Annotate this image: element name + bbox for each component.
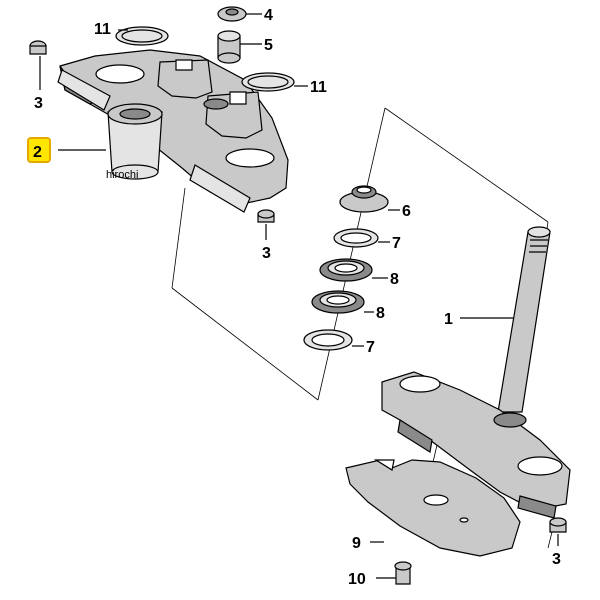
ring-7-lower [303, 329, 353, 351]
callout-3-bottom-right: 3 [552, 551, 561, 568]
ring-7-upper [333, 228, 379, 248]
steering-stem-1 [497, 226, 551, 413]
callout-4: 4 [264, 7, 273, 24]
callout-6: 6 [402, 203, 411, 220]
callout-5: 5 [264, 37, 273, 54]
callout-3-top-left: 3 [34, 95, 43, 112]
bushing-2 [107, 103, 163, 180]
plate-9 [345, 459, 521, 557]
callout-2: 2 [33, 144, 42, 161]
cap-plug-11-right [241, 72, 295, 92]
callout-9: 9 [352, 535, 361, 552]
bearing-8-upper [319, 258, 373, 282]
callout-3-mid: 3 [262, 245, 271, 262]
watermark-text: hirochi [106, 169, 138, 181]
callouts: 11 4 5 3 11 2 3 6 7 8 8 7 1 9 3 10 [27, 7, 561, 588]
screw-3-bottom-right [549, 517, 567, 533]
callout-11-right: 11 [310, 79, 327, 96]
callout-8-lower: 8 [376, 305, 385, 322]
sleeve-5 [217, 30, 241, 64]
bushing-4 [217, 6, 247, 22]
seal-6 [339, 185, 389, 213]
screw-10 [394, 561, 412, 585]
screw-3-mid [257, 209, 275, 223]
callout-8-upper: 8 [390, 271, 399, 288]
callout-7-lower: 7 [366, 339, 375, 356]
callout-1: 1 [444, 311, 453, 328]
bearing-8-lower [311, 290, 365, 314]
lower-triple-clamp [381, 371, 571, 519]
callout-2-highlight-box [27, 137, 51, 163]
leader-lines [39, 13, 559, 579]
callout-11-top: 11 [94, 21, 111, 38]
screw-3-top-left [29, 40, 47, 55]
callout-10: 10 [348, 571, 366, 588]
cap-plug-11-left [115, 26, 169, 46]
callout-7-upper: 7 [392, 235, 401, 252]
